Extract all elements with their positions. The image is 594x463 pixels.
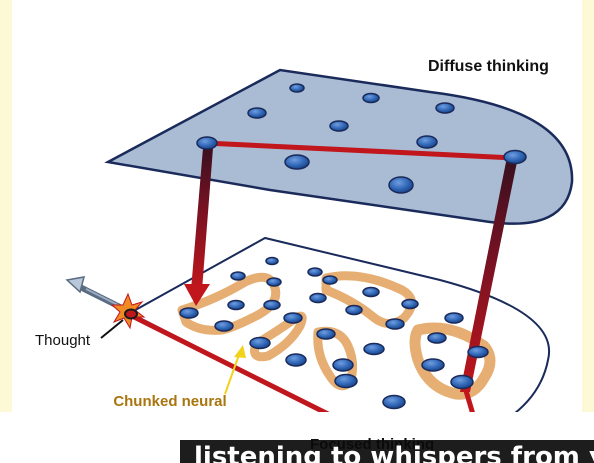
diffuse-neurons (196, 83, 527, 194)
thought-label: Thought (35, 332, 91, 349)
neuron (284, 154, 310, 170)
chunked-label-line-1: Chunked neural (113, 393, 227, 410)
thought-pathway (126, 140, 517, 441)
neuron (230, 271, 246, 281)
neuron (283, 312, 303, 324)
chunk-pointer-head (234, 345, 246, 358)
neuron (309, 292, 327, 304)
flashlight-icon (65, 276, 125, 311)
neuron (503, 149, 527, 165)
neuron (265, 256, 279, 266)
neuron (285, 353, 307, 367)
chunk-4 (321, 271, 416, 328)
left-arrowhead (184, 284, 210, 306)
video-subtitle: listening to whispers from your diff (180, 440, 594, 463)
thought-pointer (100, 319, 124, 339)
focused-neurons (179, 256, 489, 410)
thought-start-node (124, 308, 138, 320)
neuron (247, 107, 267, 119)
subtitle-text: listening to whispers from your diff (194, 442, 594, 463)
neuron (388, 176, 414, 194)
diffuse-thinking-label: Diffuse thinking (428, 58, 549, 75)
neuron (263, 299, 281, 311)
neuron (401, 298, 419, 310)
neuron (467, 345, 489, 359)
neuron (332, 358, 354, 372)
neuron (329, 120, 349, 132)
neuron (214, 320, 234, 332)
neuron (444, 312, 464, 324)
diffuse-route (204, 140, 516, 161)
neuron (450, 374, 474, 390)
neuron (421, 358, 445, 372)
neuron (382, 394, 406, 410)
chunk-pointer-arrow (224, 351, 241, 395)
chunk-2 (250, 311, 307, 362)
neuron (322, 275, 338, 285)
neuron (289, 83, 305, 93)
neuron (427, 332, 447, 344)
neuron (362, 92, 380, 104)
neuron (316, 328, 336, 340)
neuron (179, 307, 199, 319)
neuron (266, 277, 282, 287)
neuron (307, 267, 323, 277)
neuron (227, 299, 245, 311)
diffuse-plane (104, 68, 574, 225)
right-pillar (460, 162, 517, 392)
neuron (385, 318, 405, 330)
neuron (416, 135, 438, 149)
neuron (196, 136, 218, 150)
neuron (345, 304, 363, 316)
left-pillar (191, 148, 213, 290)
neuron (334, 373, 358, 389)
neuron (435, 102, 455, 114)
neuron (362, 286, 380, 298)
neuron (363, 342, 385, 356)
neuron (249, 336, 271, 350)
